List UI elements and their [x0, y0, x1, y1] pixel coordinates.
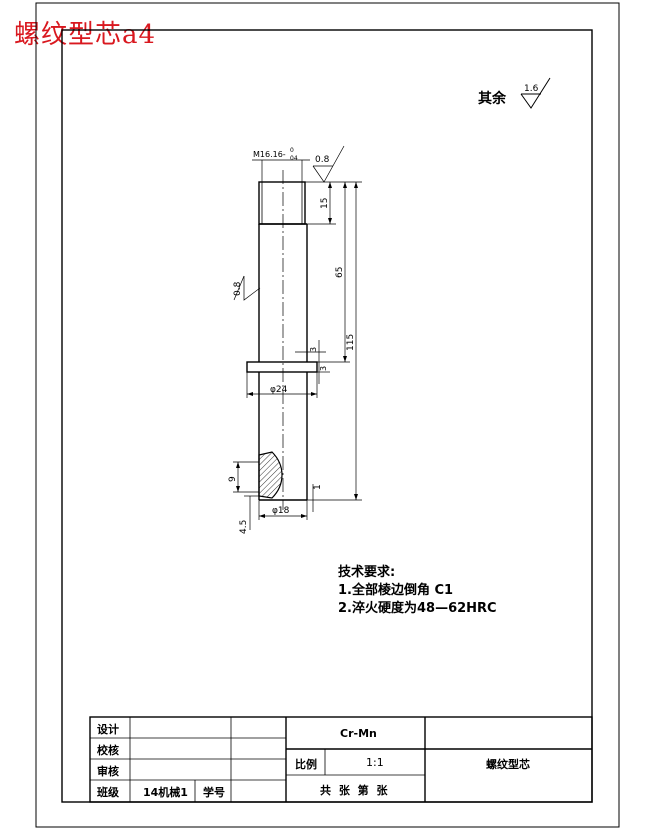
roughness-symbol — [520, 77, 551, 109]
part-outline — [246, 181, 318, 501]
section-hatch — [258, 451, 283, 499]
roughness-note-label: 其余 — [478, 91, 506, 107]
inner-frame — [61, 29, 593, 803]
tech-req-item-1: 1.全部棱边倒角 C1 — [338, 583, 454, 598]
tb-scale-value: 1:1 — [366, 756, 384, 769]
dim-thread-tol-lower: 04 — [290, 155, 298, 162]
dim-15: 15 — [320, 198, 330, 209]
dim-4-5: 4.5 — [239, 520, 249, 534]
dimension-lines — [233, 145, 362, 530]
tb-material: Cr-Mn — [340, 727, 377, 740]
tb-sheet-text: 共 张 第 张 — [320, 784, 390, 797]
dim-ra-side: 0.8 — [233, 281, 243, 296]
tech-req-title: 技术要求: — [338, 565, 396, 580]
tb-student-no: 学号 — [203, 786, 225, 799]
dim-9: 9 — [228, 476, 238, 482]
tb-review: 审核 — [97, 765, 119, 778]
tb-scale-label: 比例 — [295, 758, 317, 771]
roughness-value: 1.6 — [524, 84, 539, 94]
dim-3b: 3 — [319, 366, 328, 371]
dim-ra-top: 0.8 — [315, 155, 330, 165]
tb-class-value: 14机械1 — [143, 786, 188, 799]
dimension-arrows — [236, 182, 358, 518]
technical-requirements: 技术要求: 1.全部棱边倒角 C1 2.淬火硬度为48—62HRC — [338, 564, 497, 618]
tb-part-name: 螺纹型芯 — [486, 758, 530, 771]
dim-thread: M16.16- — [253, 150, 286, 159]
tech-req-item-2: 2.淬火硬度为48—62HRC — [338, 601, 497, 616]
tb-check: 校核 — [97, 744, 119, 757]
dim-phi18: φ18 — [272, 506, 290, 516]
dim-thread-tol-upper: 0 — [290, 147, 294, 154]
tb-design: 设计 — [97, 723, 119, 736]
dim-1: 1 — [313, 484, 323, 490]
outer-frame — [35, 2, 620, 828]
dim-65: 65 — [335, 267, 345, 278]
title-block-grid — [89, 716, 593, 803]
dim-3a: 3 — [309, 347, 318, 352]
dim-phi24: φ24 — [270, 385, 288, 395]
dim-115: 115 — [346, 334, 356, 351]
tb-class: 班级 — [97, 786, 119, 799]
title-stamp: 螺纹型芯a4 — [14, 20, 157, 50]
